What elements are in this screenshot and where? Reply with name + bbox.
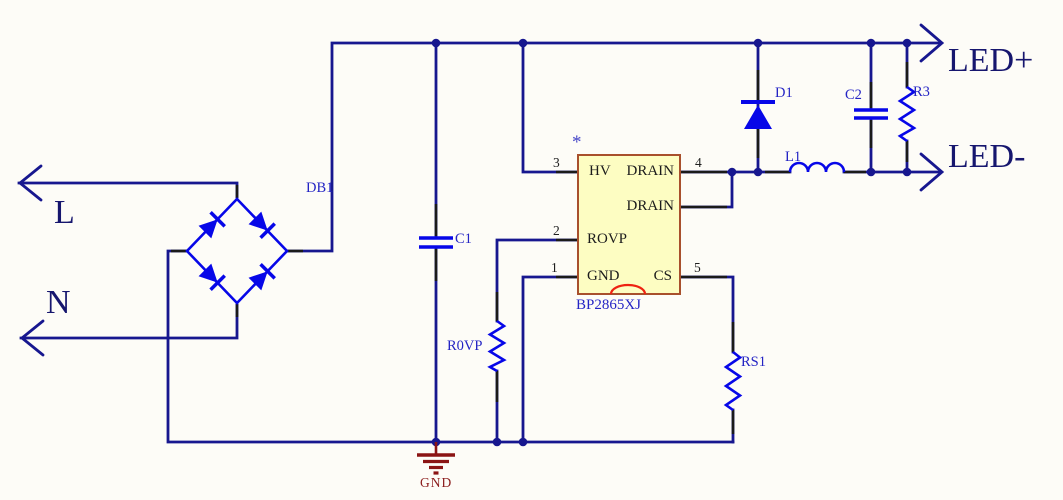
port-arrow-led-plus[interactable] [919, 23, 945, 63]
ground-label: GND [420, 475, 453, 490]
port-label-l: L [54, 194, 75, 231]
inductor-l1[interactable] [788, 161, 846, 173]
bridge-diamond [185, 197, 289, 305]
pin-number-3: 3 [553, 155, 560, 170]
pin-number-4: 4 [695, 155, 702, 170]
pin-number-1: 1 [551, 260, 558, 275]
port-arrow-led-minus[interactable] [919, 152, 945, 192]
capacitor-c2[interactable] [854, 108, 888, 120]
diode-d1[interactable] [741, 100, 775, 129]
port-arrow-n[interactable] [19, 319, 45, 357]
ref-label-d1: D1 [775, 85, 793, 101]
port-label-led-plus: LED+ [948, 42, 1034, 79]
component-leads [171, 62, 909, 434]
wire-rovp-top [495, 238, 580, 323]
wire-drain2 [678, 170, 734, 209]
ic-polarity-marker: * [572, 132, 582, 153]
ref-label-rs1: RS1 [741, 354, 766, 370]
junction-dots [431, 38, 912, 447]
wire-ic-gnd [521, 275, 580, 444]
port-label-led-minus: LED- [948, 138, 1026, 175]
pin-name-rovp: ROVP [587, 231, 628, 247]
port-label-n: N [46, 284, 71, 321]
wire-cs [678, 275, 735, 354]
pin-name-cs: CS [653, 268, 672, 284]
bridge-diode-bottom-right [248, 263, 276, 291]
pin-name-gnd: GND [587, 268, 620, 284]
port-arrow-l[interactable] [17, 164, 43, 202]
pin-name-drain1: DRAIN [626, 163, 675, 179]
pin-number-2: 2 [553, 223, 560, 238]
resistor-r0vp[interactable] [487, 319, 507, 373]
ic-part-label: BP2865XJ [576, 297, 642, 313]
bridge-diode-top-left [198, 211, 226, 239]
ref-label-c1: C1 [455, 231, 472, 247]
ref-label-r0vp: R0VP [447, 338, 483, 354]
wire-positive-rail [285, 41, 942, 253]
ground-symbol[interactable] [417, 442, 455, 475]
ref-label-r3: R3 [913, 84, 930, 100]
bridge-diode-bottom-left [198, 263, 226, 291]
pin-number-5: 5 [694, 260, 701, 275]
capacitor-c1[interactable] [419, 236, 453, 249]
wire-l-input [17, 181, 239, 199]
ref-label-l1: L1 [785, 149, 802, 165]
bridge-diode-top-right [248, 211, 276, 239]
bridge-rectifier-db1[interactable] [185, 197, 289, 305]
ic-pin1-arc [609, 283, 647, 295]
pin-name-hv: HV [589, 163, 611, 179]
resistor-rs1[interactable] [723, 350, 743, 412]
ref-label-c2: C2 [845, 87, 862, 103]
ic-bp2865xj[interactable] [577, 154, 681, 295]
pin-name-drain2: DRAIN [626, 198, 675, 214]
wire-hv [521, 41, 580, 174]
resistor-r3[interactable] [897, 85, 917, 143]
wires [17, 41, 942, 444]
ref-label-db1: DB1 [306, 180, 334, 196]
